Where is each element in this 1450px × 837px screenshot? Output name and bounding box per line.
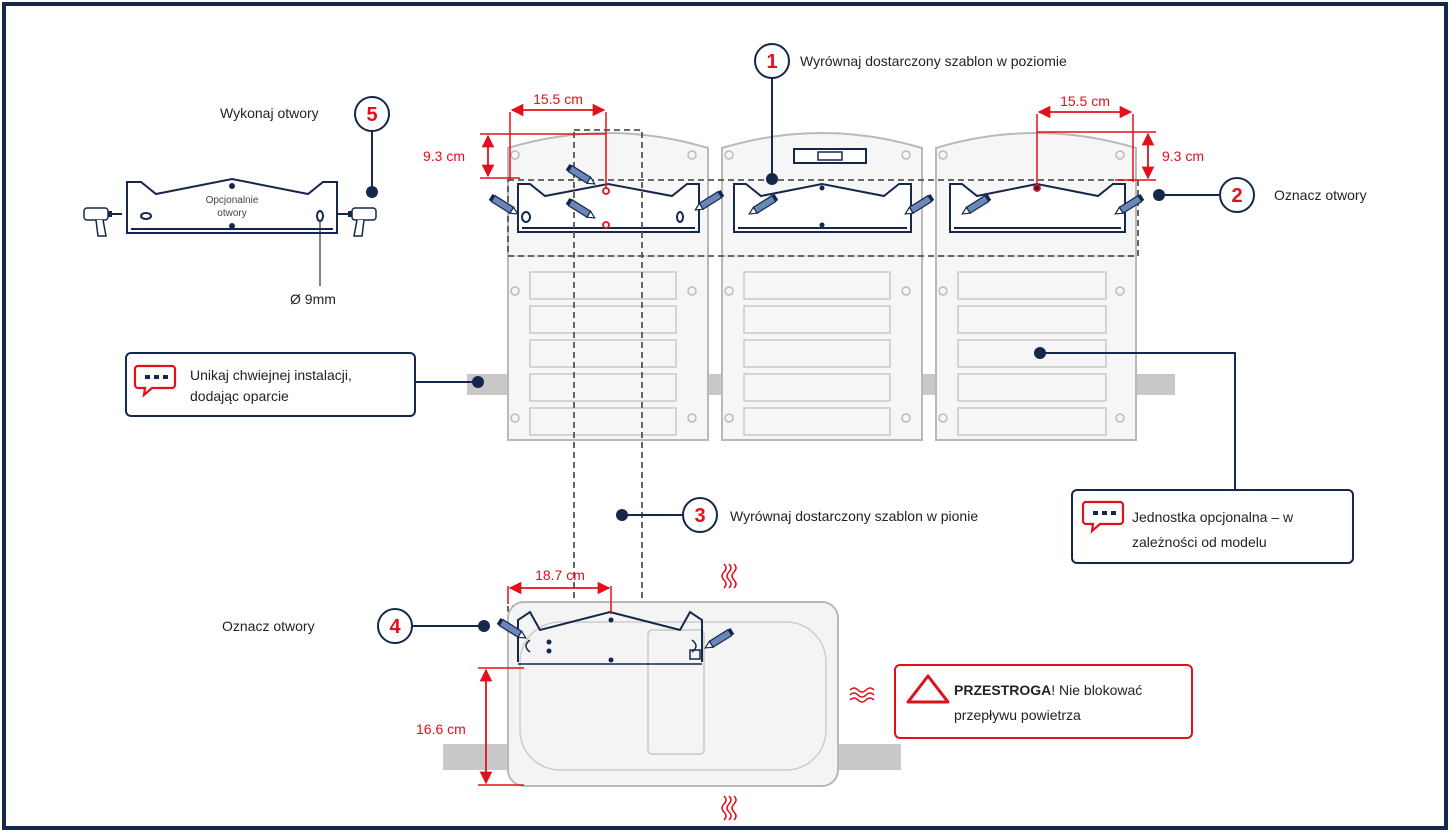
svg-text:PRZESTROGA! Nie blokować: PRZESTROGA! Nie blokować xyxy=(954,682,1142,698)
level-icon xyxy=(793,148,867,164)
note-support: Unikaj chwiejnej instalacji, dodając opa… xyxy=(125,352,416,417)
dim-bottom-height: 16.6 cm xyxy=(416,721,466,737)
warning-title: PRZESTROGA xyxy=(954,682,1051,698)
unit-right-optional xyxy=(935,132,1137,441)
template-label-line2: otwory xyxy=(217,208,246,219)
step-5-number: 5 xyxy=(366,104,377,126)
dim-right-height: 9.3 cm xyxy=(1162,148,1204,164)
drilling-template: Opcjonalnie otwory xyxy=(126,177,338,234)
warning-text-1: ! Nie blokować xyxy=(1051,682,1142,698)
dim-left-width: 15.5 cm xyxy=(533,91,583,107)
bracket-bottom xyxy=(517,610,703,665)
dim-right-width: 15.5 cm xyxy=(1060,93,1110,109)
step-4-label: Oznacz otwory xyxy=(222,618,315,634)
step-3-label: Wyrównaj dostarczony szablon w pionie xyxy=(730,508,978,524)
step-4-number: 4 xyxy=(389,616,401,638)
dim-hole-diameter: Ø 9mm xyxy=(290,291,336,307)
step-1-label: Wyrównaj dostarczony szablon w poziomie xyxy=(800,53,1067,69)
template-horizontal xyxy=(507,179,1139,257)
note-support-line2: dodając oparcie xyxy=(190,388,289,404)
note-support-line1: Unikaj chwiejnej instalacji, xyxy=(190,367,352,383)
unit-middle xyxy=(721,132,923,441)
warning-box: PRZESTROGA! Nie blokować przepływu powie… xyxy=(894,664,1193,739)
step-2-label: Oznacz otwory xyxy=(1274,187,1367,203)
dim-bottom-width: 18.7 cm xyxy=(535,567,585,583)
template-label-line1: Opcjonalnie xyxy=(206,195,259,206)
dim-left-height: 9.3 cm xyxy=(423,148,465,164)
step-3-number: 3 xyxy=(694,505,705,527)
warning-text-2: przepływu powietrza xyxy=(954,707,1081,723)
unit-left xyxy=(507,132,709,441)
note-optional-unit: Jednostka opcjonalna – w zależności od m… xyxy=(1071,489,1354,564)
unit-bottom xyxy=(507,601,839,787)
step-1-number: 1 xyxy=(766,51,777,73)
step-5-label: Wykonaj otwory xyxy=(220,105,319,121)
note-optional-line1: Jednostka opcjonalna – w xyxy=(1132,509,1294,525)
step-2-number: 2 xyxy=(1231,185,1242,207)
warning-triangle-icon xyxy=(906,674,950,704)
note-optional-line2: zależności od modelu xyxy=(1132,534,1267,550)
